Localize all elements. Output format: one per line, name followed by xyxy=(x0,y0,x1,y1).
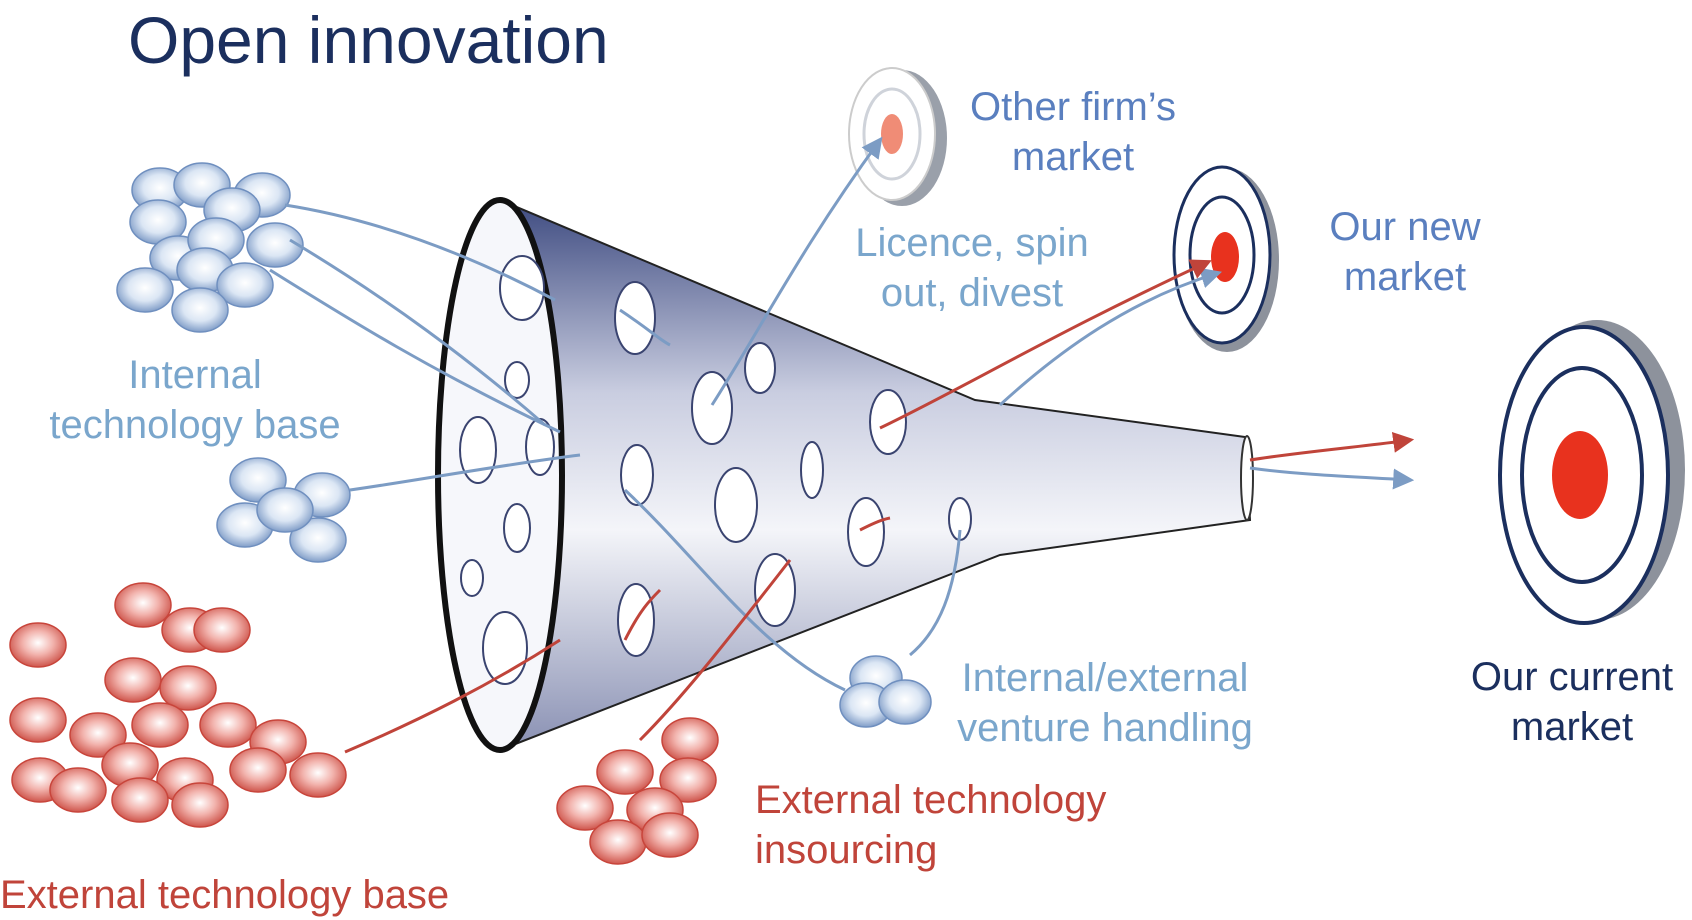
licence-label-line1: Licence, spin xyxy=(842,218,1102,268)
licence-label-line2: out, divest xyxy=(842,268,1102,318)
venture-label-line2: venture handling xyxy=(945,703,1265,753)
new-market-label: Our new market xyxy=(1310,202,1500,302)
insourcing-label: External technology insourcing xyxy=(755,775,1106,875)
internal-base-balls xyxy=(117,163,303,332)
insourcing-label-line1: External technology xyxy=(755,775,1106,825)
current-market-label-line1: Our current xyxy=(1455,652,1689,702)
internal-base-label: Internal technology base xyxy=(40,350,350,450)
venture-label-line1: Internal/external xyxy=(945,653,1265,703)
current-market-label: Our current market xyxy=(1455,652,1689,752)
target-current-market xyxy=(1500,320,1685,623)
external-base-balls xyxy=(10,583,346,827)
other-firm-market-label: Other firm’s market xyxy=(958,82,1188,182)
current-market-label-line2: market xyxy=(1455,702,1689,752)
other-firm-market-line1: Other firm’s xyxy=(958,82,1188,132)
insourcing-balls xyxy=(557,718,718,864)
licence-label: Licence, spin out, divest xyxy=(842,218,1102,318)
other-firm-market-line2: market xyxy=(958,132,1188,182)
new-market-label-line1: Our new xyxy=(1310,202,1500,252)
external-base-label: External technology base xyxy=(0,870,449,920)
insourcing-label-line2: insourcing xyxy=(755,825,1106,875)
target-other-firm xyxy=(849,68,947,206)
page-title: Open innovation xyxy=(128,0,609,80)
venture-balls xyxy=(840,656,931,727)
target-new-market xyxy=(1174,167,1279,352)
venture-label: Internal/external venture handling xyxy=(945,653,1265,753)
funnel-spout xyxy=(1241,436,1253,520)
internal-base-balls-small xyxy=(217,458,350,562)
new-market-label-line2: market xyxy=(1310,252,1500,302)
internal-base-label-line2: technology base xyxy=(40,400,350,450)
internal-base-label-line1: Internal xyxy=(40,350,350,400)
